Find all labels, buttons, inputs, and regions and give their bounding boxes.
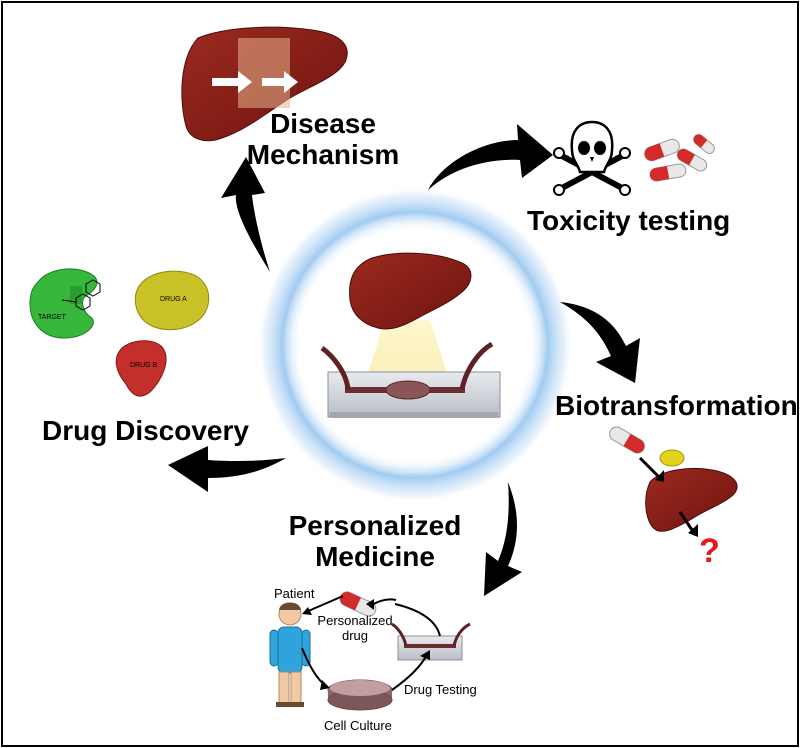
- disease-mechanism-label: Disease Mechanism: [238, 108, 408, 170]
- arrow-to-biotransformation: [560, 302, 640, 383]
- toxicity-testing-label: Toxicity testing: [527, 205, 731, 236]
- capsule-icon: [609, 426, 645, 454]
- cycle-arrows: [168, 124, 640, 596]
- cell-culture-label: Cell Culture: [324, 718, 392, 733]
- target-tag: TARGET: [38, 314, 66, 321]
- center-liver: [349, 252, 472, 330]
- cycle-arrow: [391, 655, 427, 691]
- question-mark: ?: [699, 532, 720, 570]
- arrow-to-personalized: [484, 482, 522, 596]
- cycle-arrow: [394, 603, 441, 637]
- chip-chamber: [385, 380, 431, 400]
- ring-icon: [75, 293, 91, 311]
- biotransformation-liver: [645, 468, 738, 532]
- chip-tube-right: [459, 341, 494, 390]
- arrow-right-icon: [262, 71, 298, 93]
- arrow-to-drug-discovery: [168, 446, 286, 492]
- tablet-icon: [659, 449, 685, 467]
- personalized-label-line2: Medicine: [315, 541, 435, 572]
- personalized-cycle: [269, 591, 471, 711]
- disease-liver-highlight: [238, 38, 290, 108]
- biotransformation-label: Biotransformation: [555, 390, 798, 421]
- drug-discovery-label: Drug Discovery: [42, 415, 249, 446]
- arrow-right-icon: [212, 71, 252, 93]
- drug-discovery-molecules: [29, 268, 210, 397]
- arrow-to-toxicity: [428, 124, 553, 190]
- disease-label-line1: Disease: [270, 108, 376, 139]
- drug-a-molecule: [134, 270, 210, 331]
- patient-figure: [269, 602, 311, 707]
- arrow-to-disease: [221, 157, 270, 272]
- personalized-drug-line1: Personalized: [317, 613, 393, 628]
- pills-icon: [644, 134, 715, 182]
- disease-label-line2: Mechanism: [246, 139, 400, 170]
- personalized-medicine-label: Personalized Medicine: [285, 510, 465, 572]
- personalized-drug-label: Personalized drug: [310, 613, 400, 643]
- drug-a-tag: DRUG A: [160, 296, 187, 303]
- drug-b-molecule: [115, 340, 167, 397]
- ring-icon: [85, 279, 101, 297]
- drug-testing-label: Drug Testing: [404, 682, 477, 697]
- biotransformation-illustration: [609, 426, 738, 537]
- patient-label: Patient: [274, 586, 315, 601]
- disease-liver: [181, 26, 348, 142]
- liver-on-chip-device: [320, 252, 501, 418]
- chip-base: [330, 412, 498, 418]
- drug-b-tag: DRUG B: [130, 362, 158, 369]
- personalized-label-line1: Personalized: [288, 510, 462, 541]
- cycle-arrow: [305, 595, 344, 613]
- skull-crossbones-icon: [553, 120, 631, 196]
- chip-tube-left: [320, 345, 351, 390]
- capsule-icon: [339, 591, 377, 617]
- cell-culture-dish: [327, 679, 393, 711]
- personalized-drug-line2: drug: [341, 628, 369, 643]
